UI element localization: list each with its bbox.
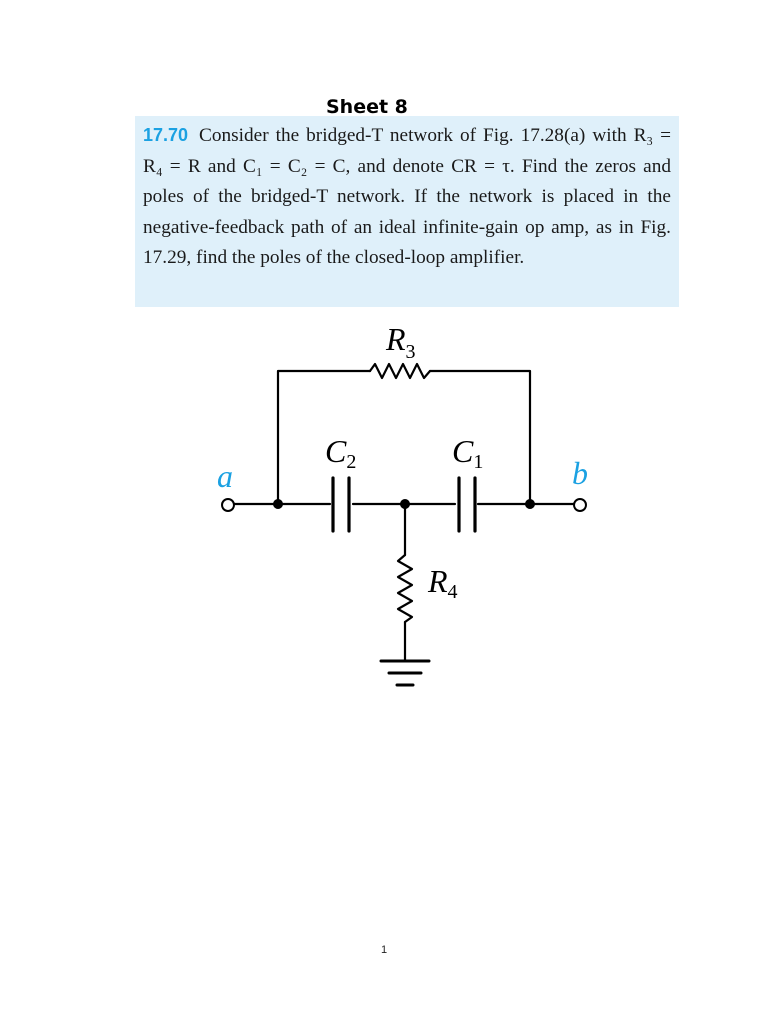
label-r4: R4 [427,563,458,603]
terminal-a [221,498,235,512]
problem-text: 17.70 Consider the bridged-T network of … [143,120,671,274]
label-c2-sub: 2 [346,451,356,473]
problem-box: 17.70 Consider the bridged-T network of … [135,116,679,307]
page-number: 1 [380,944,388,956]
label-c1: C1 [452,433,483,473]
resistor-r3 [368,362,432,380]
sheet-title: Sheet 8 [326,96,408,118]
problem-number: 17.70 [143,125,189,145]
label-r3: R3 [385,321,416,363]
terminal-b [573,498,587,512]
junction-left [273,499,283,509]
junction-middle [400,499,410,509]
wire-top-left [276,369,372,504]
label-c1-main: C [452,433,474,469]
label-c2: C2 [325,433,356,473]
label-r4-main: R [427,563,448,599]
label-r3-main: R [385,321,406,357]
label-r4-sub: 4 [448,581,458,603]
problem-statement: Consider the bridged-T network of Fig. 1… [143,125,671,268]
resistor-r4 [396,553,414,624]
label-node-a: a [217,458,233,494]
junction-right [525,499,535,509]
label-node-b: b [572,455,588,491]
label-c1-sub: 1 [473,451,483,473]
label-r3-sub: 3 [406,341,416,363]
label-c2-main: C [325,433,347,469]
wire-top-right [428,369,532,504]
